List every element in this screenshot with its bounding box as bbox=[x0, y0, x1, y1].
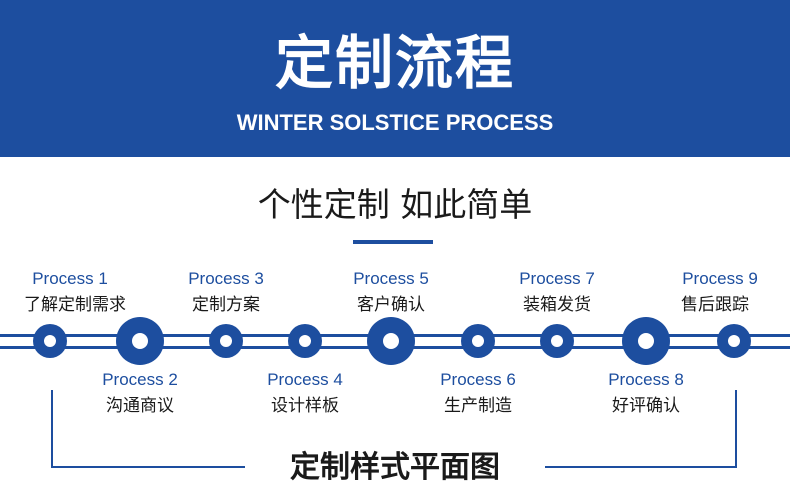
step-9-node bbox=[717, 324, 751, 358]
step-5-name: 客户确认 bbox=[357, 295, 425, 315]
header-banner: 定制流程 WINTER SOLSTICE PROCESS bbox=[0, 0, 790, 157]
step-6-label: Process 6 bbox=[440, 370, 516, 389]
step-9-node-center bbox=[728, 335, 740, 347]
step-5-node bbox=[367, 317, 415, 365]
step-2-label: Process 2 bbox=[102, 370, 178, 389]
step-9-label: Process 9 bbox=[682, 269, 758, 288]
step-6-node-center bbox=[472, 335, 484, 347]
step-3-node bbox=[209, 324, 243, 358]
step-7-name: 装箱发货 bbox=[523, 295, 591, 315]
step-9-name: 售后跟踪 bbox=[681, 295, 749, 315]
step-4-node-center bbox=[299, 335, 311, 347]
step-2-node bbox=[116, 317, 164, 365]
step-2-node-center bbox=[132, 333, 148, 349]
slogan: 个性定制 如此简单 bbox=[257, 185, 533, 224]
step-4-label: Process 4 bbox=[267, 370, 343, 389]
slogan-underline bbox=[353, 240, 433, 244]
step-8-node bbox=[622, 317, 670, 365]
page-subtitle: WINTER SOLSTICE PROCESS bbox=[236, 110, 554, 135]
step-4-node bbox=[288, 324, 322, 358]
step-2-name: 沟通商议 bbox=[106, 396, 174, 416]
step-1-node-center bbox=[44, 335, 56, 347]
step-3-label: Process 3 bbox=[188, 269, 264, 288]
step-6-node bbox=[461, 324, 495, 358]
step-8-node-center bbox=[638, 333, 654, 349]
step-8-name: 好评确认 bbox=[612, 396, 680, 416]
step-8-label: Process 8 bbox=[608, 370, 684, 389]
step-1-name: 了解定制需求 bbox=[24, 295, 126, 315]
page-title: 定制流程 bbox=[274, 29, 515, 97]
step-1-label: Process 1 bbox=[32, 269, 108, 288]
footer-title: 定制样式平面图 bbox=[245, 446, 545, 490]
step-6-name: 生产制造 bbox=[444, 396, 512, 416]
step-3-node-center bbox=[220, 335, 232, 347]
step-7-node bbox=[540, 324, 574, 358]
step-1-node bbox=[33, 324, 67, 358]
step-4-name: 设计样板 bbox=[271, 396, 339, 416]
step-3-name: 定制方案 bbox=[192, 295, 260, 315]
step-7-label: Process 7 bbox=[519, 269, 595, 288]
step-7-node-center bbox=[551, 335, 563, 347]
step-5-node-center bbox=[383, 333, 399, 349]
step-5-label: Process 5 bbox=[353, 269, 429, 288]
